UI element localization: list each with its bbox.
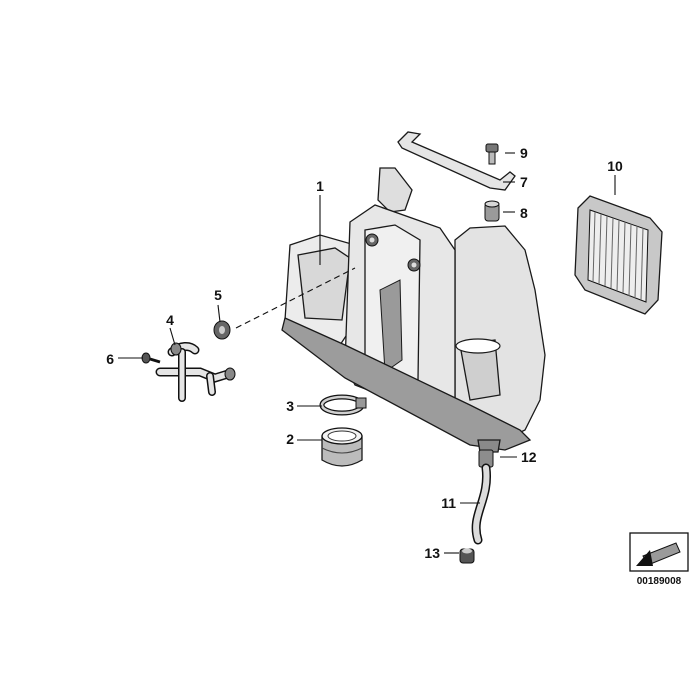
rubber-bushing	[484, 200, 500, 222]
callout-1: 1	[316, 178, 324, 194]
hose-end-cap	[459, 548, 475, 564]
callout-6: 6	[106, 351, 114, 367]
callout-12: 12	[521, 449, 537, 465]
air-filter-element	[574, 195, 663, 315]
callout-labels: 1 2 3 4 5 6 7 8 9 10 11 12 13	[106, 145, 623, 561]
air-filter-housing	[281, 167, 546, 453]
bolt	[485, 143, 499, 165]
arrow-direction-icon	[636, 542, 681, 566]
callout-9: 9	[520, 145, 528, 161]
callout-8: 8	[520, 205, 528, 221]
callout-7: 7	[520, 174, 528, 190]
hose-clamp	[319, 394, 367, 416]
callout-5: 5	[214, 287, 222, 303]
grommet	[213, 320, 231, 340]
callout-4: 4	[166, 312, 174, 328]
callout-13: 13	[424, 545, 440, 561]
callout-11: 11	[441, 495, 456, 511]
rubber-sleeve	[321, 427, 363, 467]
callout-3: 3	[286, 398, 294, 414]
vent-pipe	[155, 342, 236, 402]
bracket-rod	[397, 131, 516, 191]
reference-code: 00189008	[637, 576, 682, 587]
orientation-box: 00189008	[629, 532, 689, 587]
callout-2: 2	[286, 431, 294, 447]
leader-lines	[118, 152, 616, 554]
drain-hose	[471, 463, 492, 545]
callout-10: 10	[607, 158, 623, 174]
small-screw	[141, 352, 161, 364]
